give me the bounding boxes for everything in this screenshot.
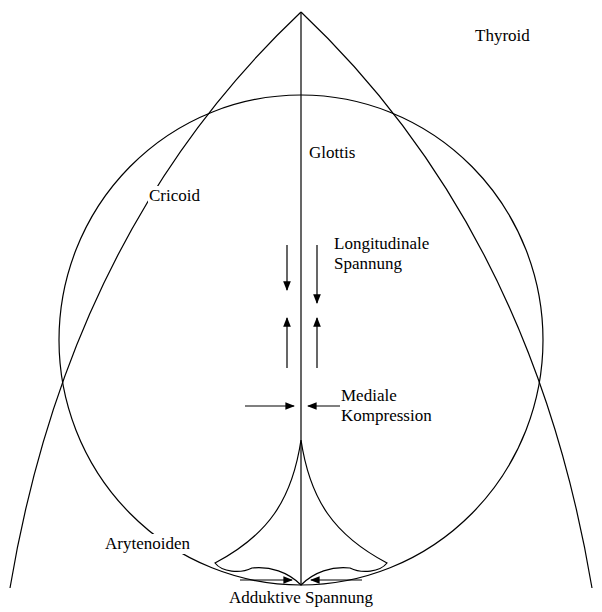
compression-arrow bbox=[245, 405, 294, 406]
adduction-arrow bbox=[240, 579, 292, 580]
part-label: Glottis bbox=[308, 143, 356, 163]
tension-arrow bbox=[316, 318, 317, 368]
part-label: Mediale Kompression bbox=[340, 386, 454, 427]
tension-arrow bbox=[286, 245, 287, 290]
tension-arrow bbox=[286, 318, 287, 368]
part-label: Longitudinale Spannung bbox=[333, 234, 447, 275]
adduction-arrow bbox=[311, 579, 362, 580]
part-label: Thyroid bbox=[474, 26, 531, 46]
part-label: Arytenoiden bbox=[104, 534, 191, 554]
part-label: Adduktive Spannung bbox=[228, 588, 374, 608]
glottis-line bbox=[300, 12, 301, 585]
tension-arrow bbox=[316, 245, 317, 303]
part-label: Cricoid bbox=[148, 186, 201, 206]
